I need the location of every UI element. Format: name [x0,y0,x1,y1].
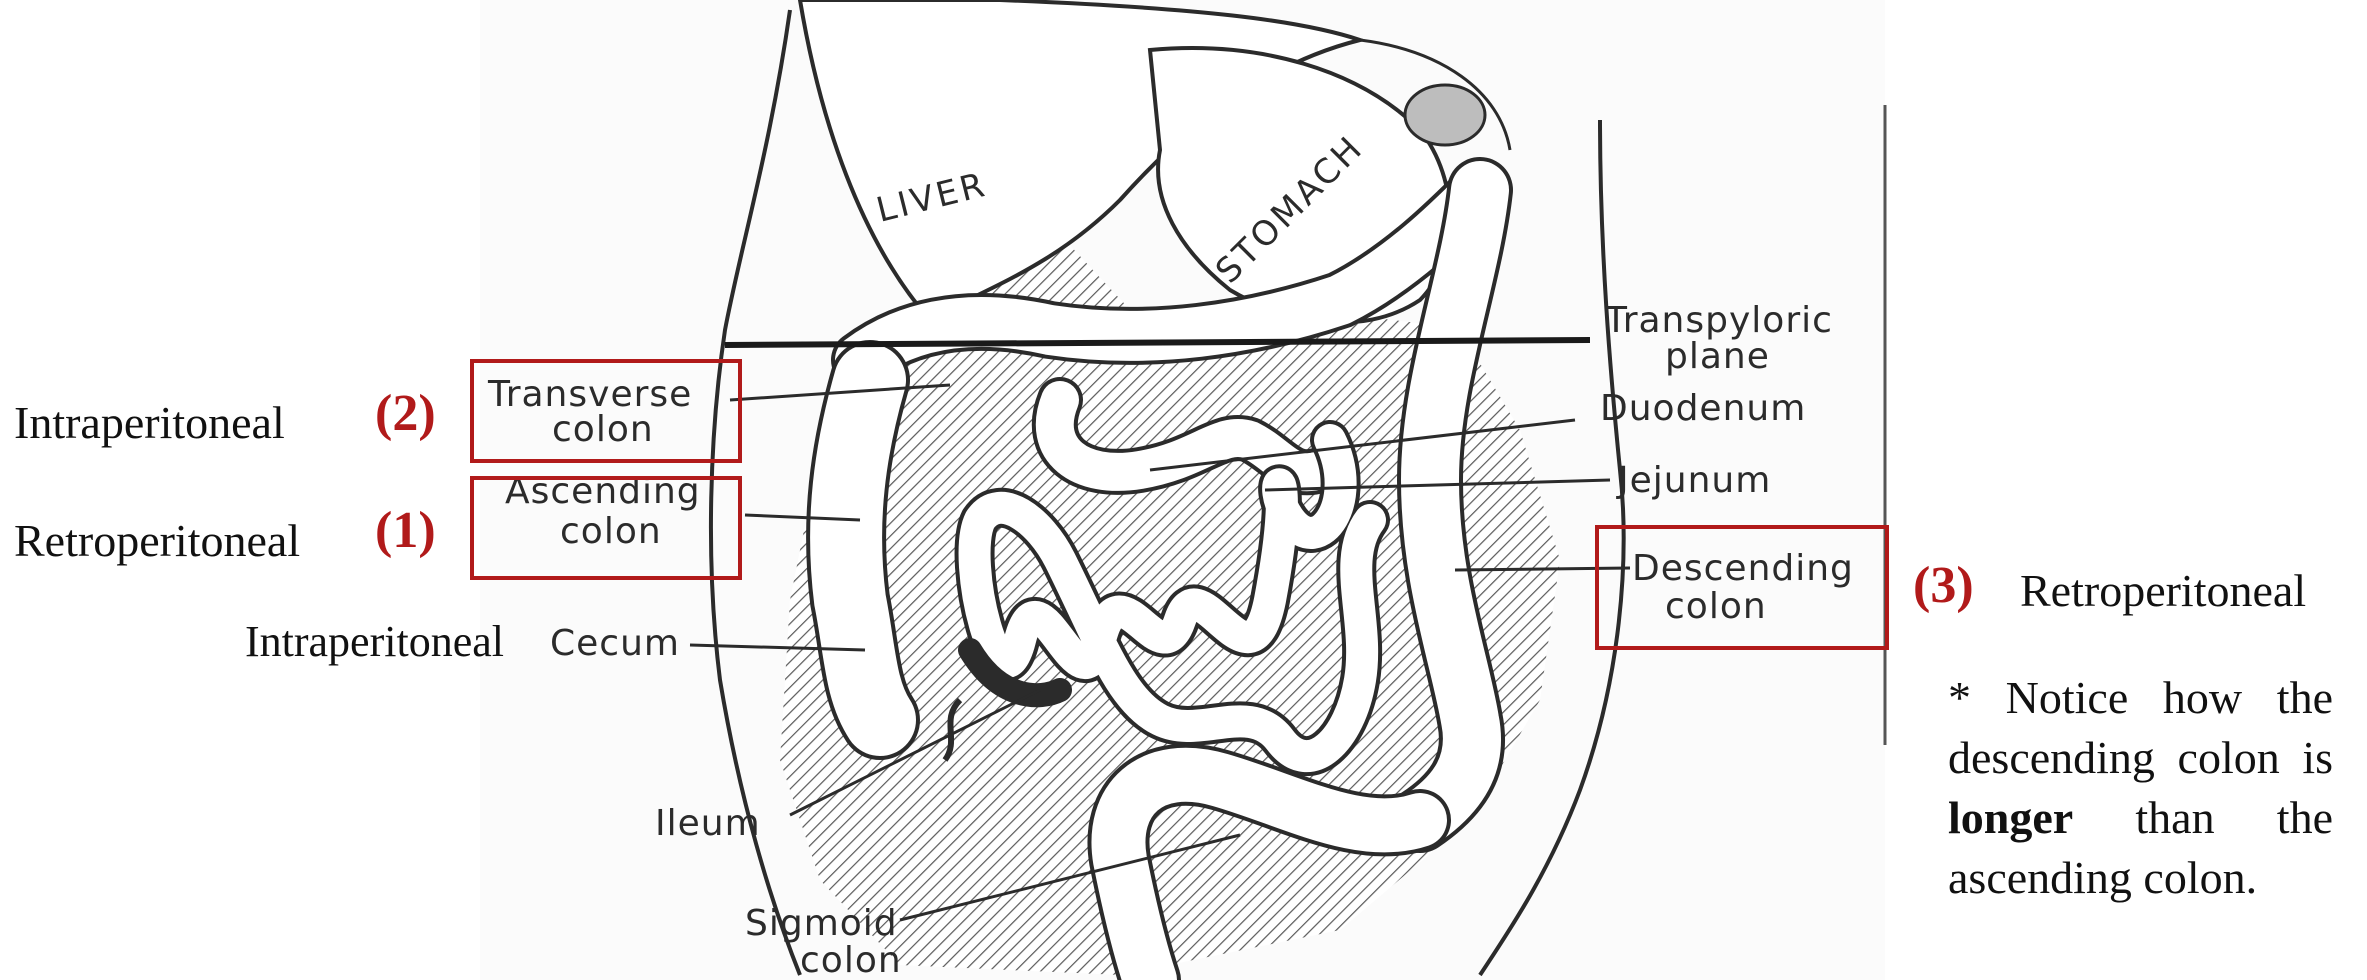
ascending-colon-fill [846,380,880,720]
cecum-label: Cecum [550,623,680,664]
note-prefix: * Notice how the descending colon is [1948,672,2333,783]
descending-classification: Retroperitoneal [2020,568,2306,614]
descending-colon-label-line1: Descending [1632,548,1854,589]
jejunum-label: Jejunum [1616,460,1771,501]
ileum-label: Ileum [655,803,761,844]
ascending-marker: (1) [375,505,436,557]
descending-leader [1455,568,1630,570]
duodenum-label: Duodenum [1600,388,1806,429]
transverse-colon-label-line2: colon [552,409,654,450]
spleen-shape [1405,85,1485,145]
descending-marker: (3) [1913,560,1974,612]
sigmoid-colon-label-line1: Sigmoid [745,903,898,944]
transpyloric-plane-label-line2: plane [1665,336,1770,377]
descending-colon-label-line2: colon [1665,586,1767,627]
ascending-classification: Retroperitoneal [14,518,300,564]
length-note: * Notice how the descending colon is lon… [1948,668,2333,908]
transverse-classification: Intraperitoneal [14,400,285,446]
cecum-classification: Intraperitoneal [245,620,504,664]
ascending-colon-label-line2: colon [560,511,662,552]
sigmoid-colon-label-line2: colon [800,940,902,980]
transpyloric-plane-label-line1: Transpyloric [1604,300,1833,341]
note-emphasis: longer [1948,792,2073,843]
transverse-marker: (2) [375,388,436,440]
